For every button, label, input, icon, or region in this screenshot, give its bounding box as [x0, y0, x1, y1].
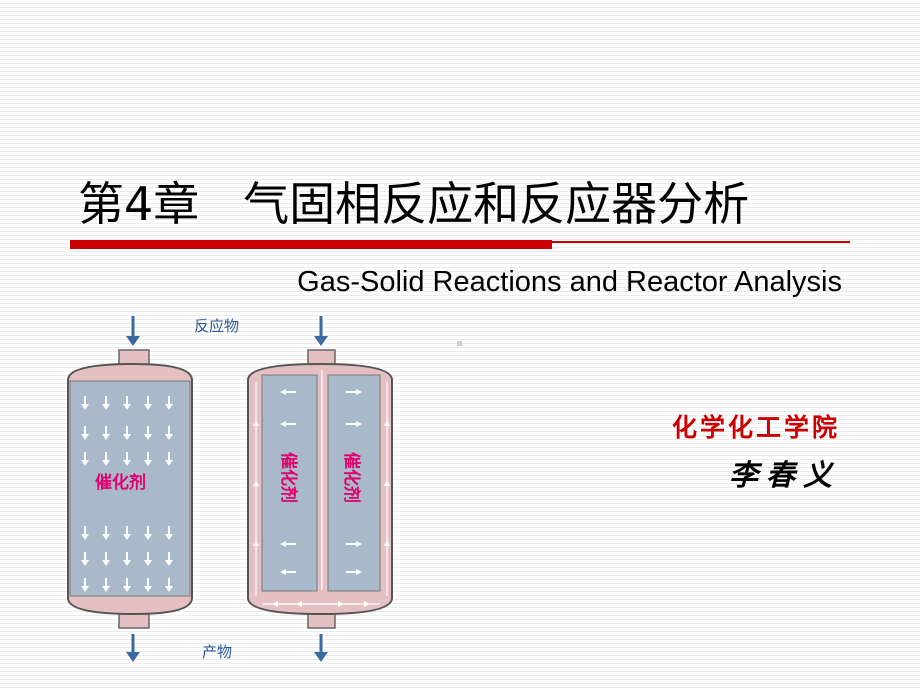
title-underline-bar [70, 240, 552, 249]
slide-subtitle: Gas-Solid Reactions and Reactor Analysis [297, 266, 842, 298]
slide-title: 第4章 气固相反应和反应器分析 [78, 177, 750, 231]
radial-flow-reactor: 催化剂 催化剂 [247, 349, 393, 629]
reactant-label: 反应物 [194, 317, 239, 335]
product-label: 产物 [202, 643, 232, 661]
author-name: 李春义 [728, 458, 840, 492]
fixed-bed-reactor-axial: 催化剂 [67, 349, 193, 629]
catalyst-label-mid-a: 催化剂 [278, 452, 299, 503]
product-outlet-arrow-right [314, 634, 328, 662]
product-outlet-arrow-left [126, 634, 140, 662]
catalyst-label-left: 催化剂 [95, 472, 146, 493]
decorative-dot [457, 341, 462, 346]
radial-flow-arrows [253, 389, 390, 607]
catalyst-label-mid-b: 催化剂 [341, 452, 362, 503]
reactant-inlet-arrow-right [314, 316, 328, 346]
axial-flow-arrows [81, 396, 173, 592]
organization-name: 化学化工学院 [671, 413, 840, 442]
reactant-inlet-arrow-left [126, 316, 140, 346]
title-underline-line [552, 241, 850, 243]
